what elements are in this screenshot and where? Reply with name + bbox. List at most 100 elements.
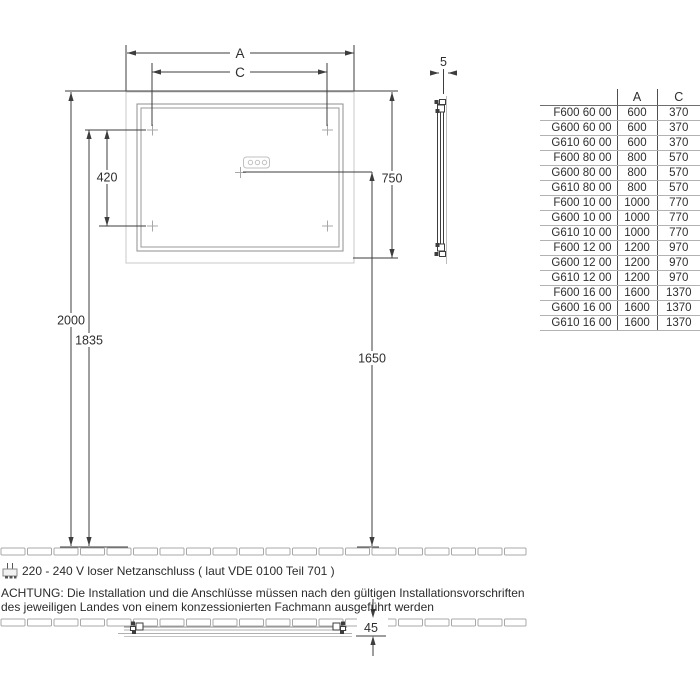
warning-note: ACHTUNG: Die Installation und die Anschl… <box>1 586 525 615</box>
arrowhead-icon <box>318 69 327 75</box>
arrowhead-icon <box>370 609 376 618</box>
arrowhead-icon <box>104 130 110 139</box>
dim-a-label: A <box>235 46 244 61</box>
model-cell: F600 16 00 <box>540 285 617 301</box>
model-column-header <box>540 89 617 106</box>
mounting-cross-icon <box>147 220 158 232</box>
a-value-cell: 1200 <box>616 270 657 286</box>
wall-hatch <box>0 618 527 627</box>
c-value-cell: 570 <box>656 180 700 196</box>
hatch-tile <box>27 547 52 556</box>
mounting-points <box>147 124 333 232</box>
arrowhead-icon <box>345 50 354 56</box>
dim-45-label: 45 <box>364 621 378 635</box>
hatch-tile <box>106 547 132 556</box>
c-value-cell: 970 <box>656 270 700 286</box>
hatch-tile <box>292 547 317 556</box>
hatch-tile <box>477 547 503 556</box>
c-value-cell: 570 <box>656 150 700 166</box>
hatch-tile <box>504 547 527 556</box>
arrowhead-icon <box>370 636 376 645</box>
arrowhead-icon <box>369 537 375 546</box>
hatch-tile <box>27 618 52 627</box>
mounting-bracket-icon <box>434 243 446 257</box>
hatch-tile <box>212 547 238 556</box>
arrowhead-icon <box>127 50 136 56</box>
model-cell: G610 16 00 <box>540 315 617 331</box>
hatch-tile <box>186 547 211 556</box>
c-value-cell: 370 <box>656 120 700 136</box>
hatch-tile <box>212 618 238 627</box>
control-panel-outline <box>243 156 270 169</box>
mounting-bracket-icon <box>332 621 346 634</box>
top-view <box>118 599 388 656</box>
c-value-cell: 770 <box>656 210 700 226</box>
c-value-cell: 1370 <box>656 300 700 316</box>
warning-line-1: ACHTUNG: Die Installation und die Anschl… <box>1 586 525 600</box>
led-button-icon <box>247 159 254 166</box>
dimension-arrows <box>68 50 457 645</box>
dim-5-label: 5 <box>440 55 447 69</box>
model-cell: G610 12 00 <box>540 270 617 286</box>
column-header-a: A <box>616 89 657 106</box>
hatch-tile <box>477 618 503 627</box>
hatch-tile <box>133 547 158 556</box>
hatch-tile <box>80 618 105 627</box>
warning-line-2: des jeweiligen Landes von einem konzessi… <box>1 600 434 615</box>
mirror-frame-outer <box>136 103 344 252</box>
c-value-cell: 970 <box>656 255 700 271</box>
model-cell: G610 80 00 <box>540 180 617 196</box>
arrowhead-icon <box>86 537 92 546</box>
c-value-cell: 1370 <box>656 285 700 301</box>
a-value-cell: 600 <box>616 120 657 136</box>
model-cell: G610 10 00 <box>540 225 617 241</box>
hatch-tile <box>106 618 132 627</box>
dim-1650-label: 1650 <box>358 352 386 366</box>
table-header-row: A C <box>540 89 700 106</box>
led-button-icon <box>254 159 261 166</box>
c-value-cell: 370 <box>656 105 700 121</box>
a-value-cell: 1000 <box>616 195 657 211</box>
hatch-tile <box>265 547 291 556</box>
c-value-cell: 770 <box>656 225 700 241</box>
hatch-tile <box>398 547 423 556</box>
a-value-cell: 800 <box>616 165 657 181</box>
arrowhead-icon <box>389 92 395 101</box>
model-cell: G600 60 00 <box>540 120 617 136</box>
control-panel <box>243 156 270 169</box>
glow-outline <box>125 91 355 264</box>
hatch-tile <box>53 618 79 627</box>
hatch-tile <box>504 618 527 627</box>
hatch-tile <box>451 547 476 556</box>
model-cell: F600 60 00 <box>540 105 617 121</box>
c-value-cell: 770 <box>656 195 700 211</box>
a-value-cell: 1200 <box>616 240 657 256</box>
side-view <box>430 69 457 264</box>
a-value-cell: 1600 <box>616 300 657 316</box>
hatch-tile <box>80 547 105 556</box>
hatch-tile <box>239 547 264 556</box>
floor-hatch <box>0 547 527 556</box>
model-cell: F600 12 00 <box>540 240 617 256</box>
arrowhead-icon <box>369 172 375 181</box>
hatch-tile <box>424 618 450 627</box>
power-note: 220 - 240 V loser Netzanschluss ( laut V… <box>22 564 335 578</box>
c-value-cell: 970 <box>656 240 700 256</box>
mounting-cross-icon <box>322 220 333 232</box>
model-cell: G600 80 00 <box>540 165 617 181</box>
a-value-cell: 600 <box>616 135 657 151</box>
arrowhead-icon <box>68 537 74 546</box>
dim-750-label: 750 <box>382 172 403 186</box>
